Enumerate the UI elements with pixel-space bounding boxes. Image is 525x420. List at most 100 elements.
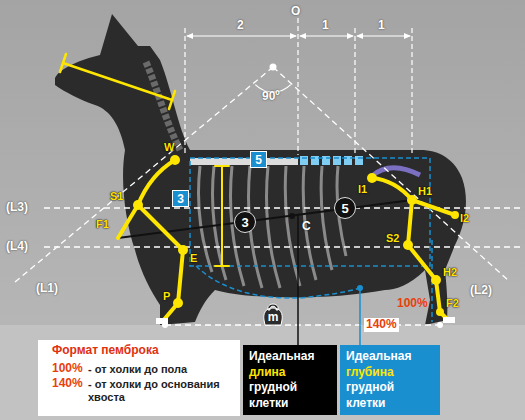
angle-label: 90º <box>262 90 280 104</box>
dimension-guides <box>185 10 412 155</box>
node-text: Идеальная глубина грудной клетки <box>346 349 412 410</box>
joint <box>178 245 188 255</box>
percent-label: 100% <box>52 362 83 376</box>
paw <box>156 318 168 324</box>
skull-length <box>60 54 175 109</box>
point-label: C <box>302 220 311 234</box>
percent-label: 140% <box>52 377 83 391</box>
center-letter: O <box>291 5 300 19</box>
dog-silhouette <box>55 14 466 325</box>
callout-square: 3 <box>172 190 189 207</box>
dimension-number: 1 <box>378 19 385 33</box>
callout-circle: 3 <box>234 211 256 233</box>
weight-icon: m <box>262 300 284 326</box>
line-l3 <box>44 207 522 208</box>
node-text: 3 <box>241 215 248 230</box>
point-label: H1 <box>418 185 432 198</box>
guide-line <box>297 10 298 155</box>
floor <box>0 325 525 420</box>
line-label: (L1) <box>36 282 58 296</box>
front-angle <box>118 205 138 238</box>
paw <box>443 317 455 323</box>
joint <box>170 155 180 165</box>
point-label: F2 <box>446 297 459 310</box>
point-label: S2 <box>386 232 399 245</box>
chest-contour <box>196 266 360 298</box>
line-label: (L2) <box>470 284 492 298</box>
point-label: I2 <box>460 212 469 225</box>
legend-note: - от холки до пола <box>88 363 187 376</box>
chest-length-line <box>118 200 412 238</box>
leader-line <box>297 214 299 345</box>
neck-vertebrae <box>146 62 180 150</box>
chest-frame <box>190 158 430 266</box>
joint <box>173 298 183 308</box>
ground-line <box>165 324 440 325</box>
pelvis-line <box>372 178 455 215</box>
guide-line <box>411 28 412 155</box>
point-label: F1 <box>96 218 109 231</box>
joint-dots <box>133 155 459 316</box>
joint <box>367 173 377 183</box>
joint <box>403 240 413 250</box>
leader-dot <box>357 285 363 291</box>
callout-circle: 5 <box>334 197 356 219</box>
arrowheads <box>186 33 411 39</box>
thoracic-spine <box>190 158 298 165</box>
vertex-dot <box>270 64 277 71</box>
point-label: E <box>190 252 197 265</box>
joint <box>407 195 417 205</box>
format-panel <box>38 340 240 416</box>
dimension-number: 2 <box>237 19 244 33</box>
ribs <box>199 166 347 288</box>
background <box>0 0 525 325</box>
point-label: I1 <box>358 183 367 196</box>
rib <box>213 166 227 280</box>
percent-label: 100% <box>397 297 428 311</box>
reference-lines <box>15 67 522 325</box>
line-l4 <box>44 246 522 247</box>
dimension-line <box>300 35 353 36</box>
callout-square: 5 <box>250 151 267 168</box>
front-limb <box>138 160 183 322</box>
node-text: 5 <box>341 201 348 216</box>
depth-bar <box>215 166 229 266</box>
node-text: 3 <box>177 192 184 206</box>
line-label: (L4) <box>6 240 28 254</box>
dimension-line <box>357 35 410 36</box>
leader-line <box>359 288 361 345</box>
line-l2 <box>273 67 510 282</box>
pelvis <box>372 168 420 176</box>
joint <box>436 308 444 316</box>
legend-heading: Формат пемброка <box>52 344 159 358</box>
dimension-arrows <box>186 33 411 39</box>
joint <box>431 275 441 285</box>
node-text: Идеальная длина грудной клетки <box>249 349 315 410</box>
percent-label: 140% <box>364 318 399 332</box>
node-text: m <box>262 310 284 324</box>
rib <box>267 166 281 288</box>
chest-depth-guides <box>190 158 432 322</box>
point-label: H2 <box>443 266 457 279</box>
dimension-line <box>187 35 296 36</box>
point-label: S1 <box>110 190 123 203</box>
end-dot <box>437 322 443 328</box>
rib <box>199 166 213 272</box>
line-label: (L3) <box>6 201 28 215</box>
guide-line <box>184 28 185 155</box>
center-dot <box>289 213 295 219</box>
legend-note: - от холки до основания хвоста <box>88 378 228 403</box>
chest-depth-box: Идеальная глубина грудной клетки <box>340 345 440 415</box>
point-label: P <box>163 290 170 303</box>
node-text: 5 <box>255 153 262 167</box>
joint <box>133 200 143 210</box>
skeleton-lines <box>60 54 455 322</box>
point-label: W <box>164 141 174 154</box>
joint <box>451 211 459 219</box>
guide-line <box>354 28 355 155</box>
chest-length-box: Идеальная длина грудной клетки <box>243 345 337 415</box>
rib <box>321 166 332 270</box>
line-l1 <box>15 67 273 282</box>
dimension-number: 1 <box>322 19 329 33</box>
